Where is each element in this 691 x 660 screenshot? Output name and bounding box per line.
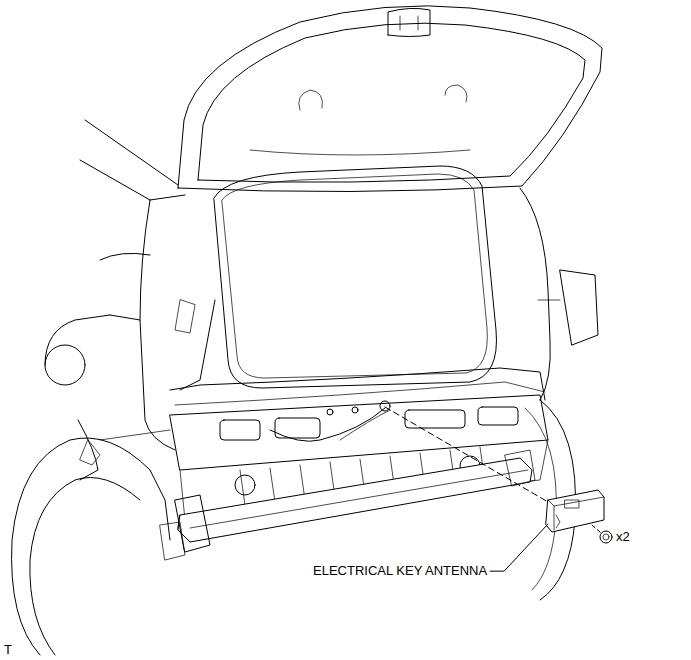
drawing-stroke (85, 120, 178, 185)
drawing-stroke (538, 300, 560, 301)
drawing-stroke (327, 409, 333, 415)
drawing-stroke (140, 200, 175, 450)
drawing-stroke (180, 300, 215, 390)
part-label: ELECTRICAL KEY ANTENNA (313, 564, 487, 578)
figure-mark: T (4, 643, 12, 657)
drawing-stroke (388, 8, 430, 36)
drawing-stroke (150, 195, 185, 200)
drawing-stroke (78, 420, 98, 480)
rear-body (150, 166, 598, 405)
drawing-stroke (340, 410, 390, 440)
drawing-stroke (175, 300, 195, 333)
drawing-stroke (222, 174, 487, 378)
bumper-reinforcement (160, 450, 535, 560)
drawing-stroke (299, 90, 323, 110)
drawing-stroke (178, 470, 528, 542)
drawing-stroke (178, 458, 532, 542)
drawing-stroke (250, 150, 470, 155)
left-wheel (12, 315, 170, 655)
drawing-stroke (505, 450, 535, 486)
drawing-stroke (178, 6, 602, 192)
drawing-stroke (565, 500, 579, 508)
nut (600, 531, 612, 543)
drawing-stroke (546, 490, 604, 532)
drawing-stroke (12, 438, 150, 655)
drawing-stroke (45, 315, 110, 365)
drawing-stroke (80, 440, 100, 465)
quantity-label: x2 (616, 530, 630, 544)
drawing-stroke (30, 478, 140, 656)
drawing-stroke (175, 382, 545, 405)
drawing-stroke (80, 160, 150, 200)
leader-line (490, 524, 548, 571)
drawing-stroke (235, 475, 255, 495)
drawing-stroke (170, 368, 545, 400)
drawing-stroke (478, 407, 518, 425)
key-antenna (546, 490, 604, 532)
drawing-stroke (556, 515, 560, 528)
installation-line (385, 407, 601, 533)
drawing-stroke (100, 253, 150, 260)
drawing-stroke (160, 522, 185, 560)
liftgate (178, 6, 602, 192)
drawing-stroke (150, 470, 170, 540)
drawing-stroke (352, 407, 358, 413)
drawing-stroke (270, 408, 385, 441)
drawing-stroke (110, 315, 140, 320)
drawing-stroke (400, 16, 418, 30)
drawing-stroke (548, 497, 604, 530)
drawing-stroke (100, 430, 170, 440)
drawing-stroke (560, 270, 598, 345)
drawing-stroke (600, 531, 612, 543)
drawing-stroke (170, 395, 548, 470)
drawing-stroke (405, 410, 465, 428)
drawing-stroke (445, 85, 467, 102)
body-side-left (78, 120, 178, 480)
drawing-stroke (214, 166, 496, 388)
drawing-stroke (385, 407, 548, 502)
drawing-stroke (603, 534, 609, 540)
drawing-stroke (520, 188, 550, 400)
drawing-stroke (592, 525, 601, 533)
drawing-stroke (220, 420, 260, 440)
drawing-stroke (198, 23, 585, 182)
drawing-stroke (45, 345, 85, 385)
